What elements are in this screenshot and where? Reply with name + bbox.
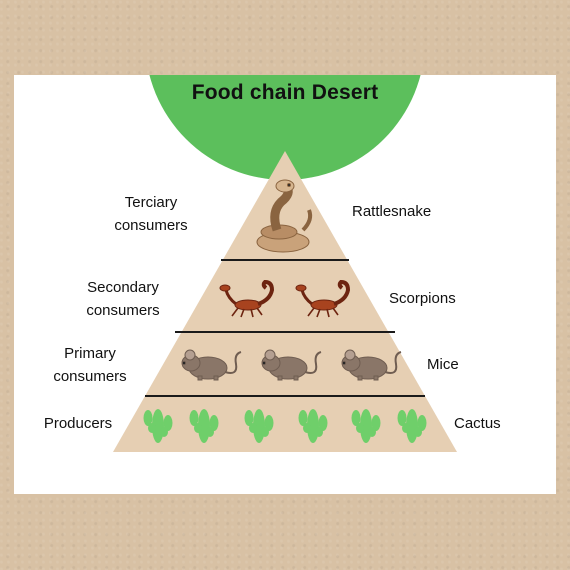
label-secondary-consumers: Secondary consumers — [58, 276, 188, 322]
label-line: Terciary consumers — [114, 194, 188, 234]
label-cactus: Cactus — [454, 415, 501, 432]
label-primary-consumers: Primary consumers — [30, 342, 150, 388]
diagram-title: Food chain Desert — [191, 81, 379, 104]
label-producers: Producers — [30, 412, 126, 435]
label-line: Primary consumers — [53, 345, 127, 385]
label-rattlesnake: Rattlesnake — [352, 203, 432, 220]
label-line: Secondary consumers — [86, 279, 160, 319]
label-mice: Mice — [427, 356, 459, 373]
label-line: Producers — [43, 415, 113, 432]
label-scorpions: Scorpions — [389, 290, 456, 307]
label-tertiary-consumers: Terciary consumers — [96, 191, 206, 237]
